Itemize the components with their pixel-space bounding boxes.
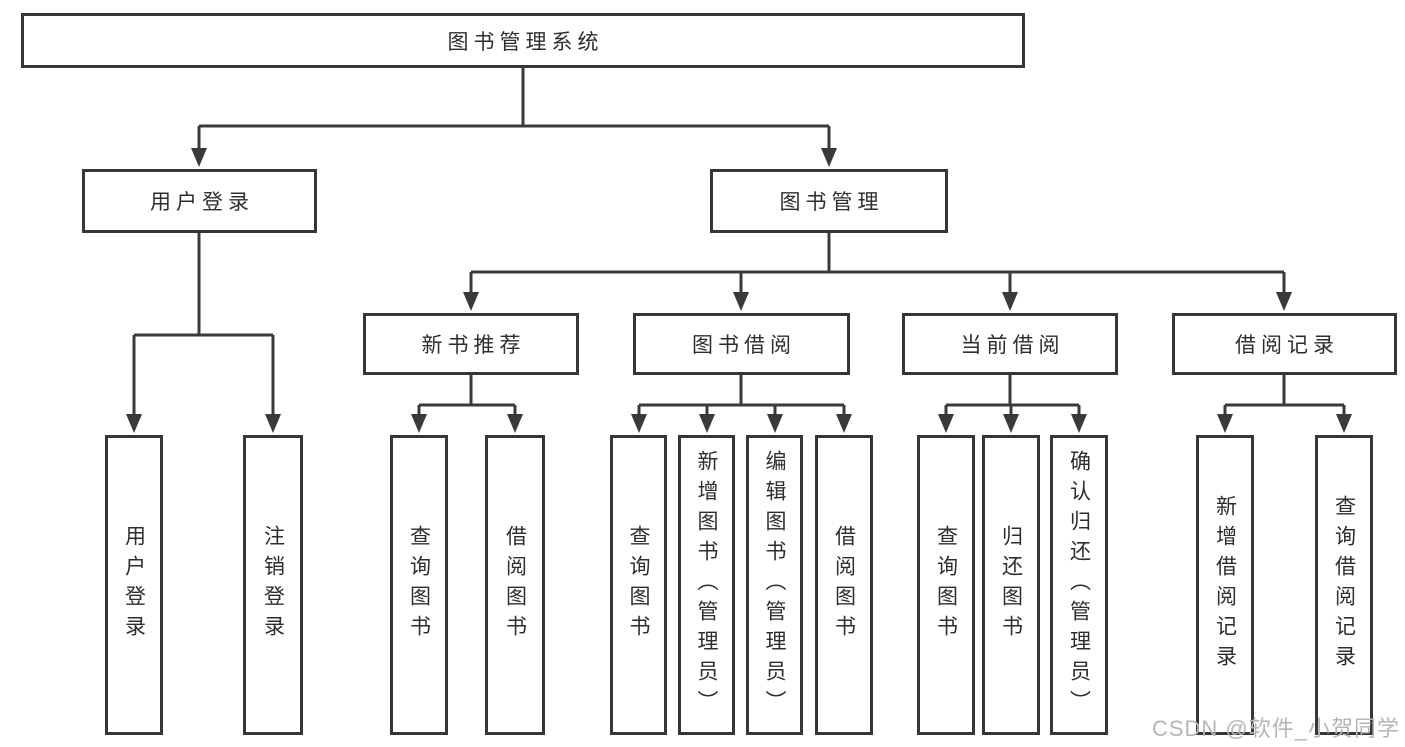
group-borrowing-records: 借阅记录 bbox=[1172, 313, 1397, 375]
leaf-add-book-admin: 新增图书（管理员） bbox=[678, 435, 735, 735]
leaf-add-borrow-record: 新增借阅记录 bbox=[1196, 435, 1254, 735]
leaf-confirm-return-admin: 确认归还（管理员） bbox=[1050, 435, 1108, 735]
leaf-query-books-borrowing: 查询图书 bbox=[610, 435, 667, 735]
leaf-query-books-recommend: 查询图书 bbox=[390, 435, 448, 735]
group-current-borrowing: 当前借阅 bbox=[902, 313, 1118, 375]
tree-edges bbox=[132, 68, 1346, 418]
node-library-system: 图书管理系统 bbox=[21, 13, 1025, 68]
leaf-return-books: 归还图书 bbox=[982, 435, 1040, 735]
branch-book-management: 图书管理 bbox=[710, 169, 948, 233]
csdn-watermark: CSDN @软件_小贺同学 bbox=[1151, 716, 1400, 741]
leaf-borrow-books-recommend: 借阅图书 bbox=[485, 435, 545, 735]
leaf-borrow-books-borrowing: 借阅图书 bbox=[815, 435, 873, 735]
leaf-logout-login: 注销登录 bbox=[243, 435, 303, 735]
leaf-query-books-current: 查询图书 bbox=[917, 435, 975, 735]
branch-user-login: 用户登录 bbox=[82, 169, 317, 233]
group-new-book-recommendation: 新书推荐 bbox=[363, 313, 579, 375]
leaf-user-login: 用户登录 bbox=[105, 435, 163, 735]
group-book-borrowing: 图书借阅 bbox=[633, 313, 850, 375]
leaf-edit-book-admin: 编辑图书（管理员） bbox=[746, 435, 803, 735]
leaf-query-borrow-record: 查询借阅记录 bbox=[1315, 435, 1373, 735]
